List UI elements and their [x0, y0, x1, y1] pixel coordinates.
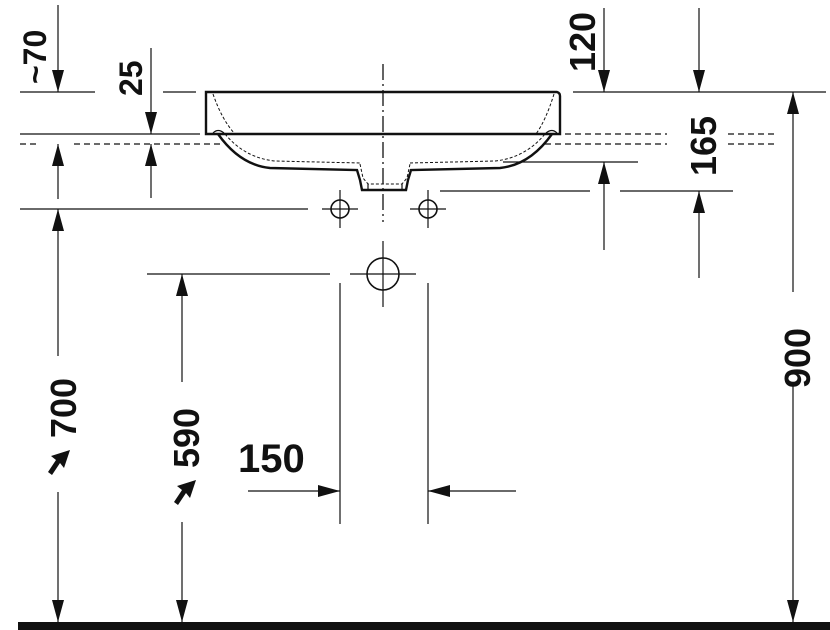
dimension-rim-depth: 25: [113, 48, 157, 198]
washbasin-body: [204, 90, 562, 192]
dimension-outlet-height: 120: [562, 8, 610, 250]
tap-hole-marker-right: [410, 190, 446, 228]
dimension-label-rim-height: 900: [777, 328, 818, 388]
dimension-label-tap-height: 700: [43, 378, 84, 438]
floor-line: [18, 622, 830, 630]
dimension-drain-spacing: 150: [238, 437, 516, 497]
dimension-label-overflow-top: ~70: [17, 30, 53, 84]
dimension-waste-depth: 165: [683, 8, 724, 278]
dimension-rim-height: 900: [777, 92, 818, 622]
dimension-label-rim-depth: 25: [113, 60, 149, 96]
leader-arrow-icon: [174, 480, 196, 505]
dimension-label-drain-spacing: 150: [238, 437, 305, 481]
dimension-label-outlet-height: 120: [562, 12, 603, 72]
leader-arrow-icon: [48, 450, 70, 475]
dimension-tap-height: 700: [43, 144, 84, 622]
dimension-label-drain-height: 590: [166, 408, 207, 468]
tap-hole-marker-left: [322, 190, 358, 228]
dimension-overflow-top: ~70: [17, 5, 64, 92]
dimension-drain-height: 590: [166, 274, 207, 622]
dimension-label-waste-depth: 165: [683, 116, 724, 176]
drain-connection-marker: [350, 241, 416, 307]
